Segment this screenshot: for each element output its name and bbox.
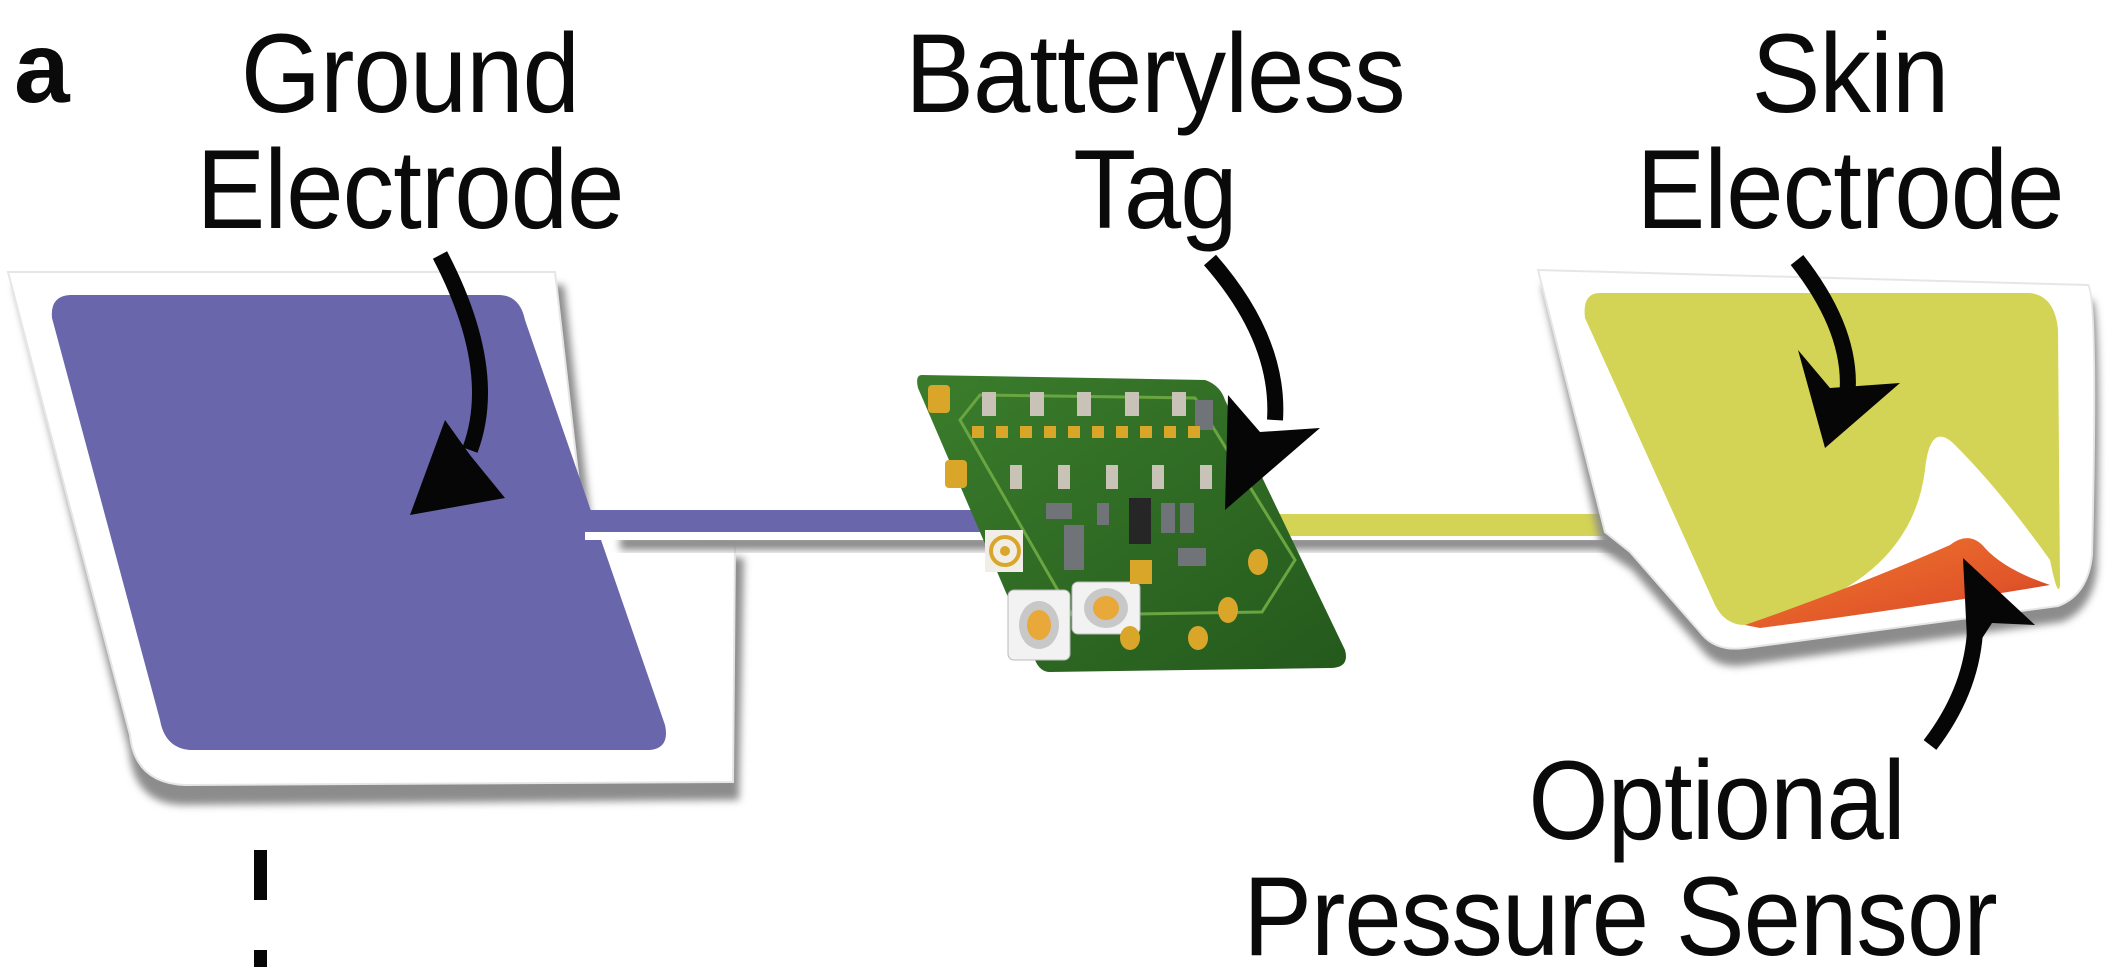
ground-electrode-pad bbox=[51, 295, 667, 750]
pcb-connector bbox=[985, 530, 1023, 572]
skin-electrode-label: Skin Electrode bbox=[1602, 18, 2099, 246]
ground-electrode-label: Ground Electrode bbox=[171, 18, 649, 246]
pcb-outline-trace bbox=[958, 393, 1297, 617]
ground-electrode bbox=[6, 271, 744, 805]
ground-dashed-line bbox=[254, 850, 267, 967]
skin-electrode-label-line1: Skin bbox=[1751, 11, 1950, 136]
batteryless-tag-label: Batteryless Tag bbox=[865, 18, 1445, 246]
batteryless-tag-label-line2: Tag bbox=[1073, 127, 1237, 252]
pcb-buttons bbox=[1007, 581, 1141, 661]
tag-arrowhead bbox=[1225, 395, 1320, 510]
pressure-sensor-label: Optional Pressure Sensor bbox=[1160, 745, 2080, 973]
skin-electrode-pad bbox=[1584, 293, 2060, 625]
pcb-diode-row bbox=[972, 426, 1200, 438]
pressure-sensor-label-line2: Pressure Sensor bbox=[1243, 854, 1998, 979]
ground-electrode-arrow bbox=[432, 251, 488, 453]
ground-dash bbox=[254, 950, 267, 967]
ground-trace bbox=[560, 510, 980, 532]
pcb-ics bbox=[1046, 498, 1206, 570]
pressure-sensor bbox=[1745, 538, 2050, 628]
panel-letter: a bbox=[14, 12, 70, 124]
skin-trace bbox=[1260, 514, 1660, 536]
skin-electrode-label-line2: Electrode bbox=[1636, 127, 2064, 252]
batteryless-tag-label-line1: Batteryless bbox=[905, 11, 1405, 136]
ground-electrode-label-line2: Electrode bbox=[196, 127, 624, 252]
ground-dash bbox=[254, 850, 267, 900]
pcb-top-caps bbox=[982, 392, 1213, 430]
skin-electrode bbox=[1536, 268, 2099, 666]
ground-electrode-arrowhead bbox=[410, 420, 505, 515]
pressure-sensor-label-line1: Optional bbox=[1528, 738, 1905, 863]
pressure-sensor-arrowhead bbox=[1963, 558, 2035, 660]
pcb-mid-caps bbox=[1010, 465, 1212, 489]
ground-electrode-label-line1: Ground bbox=[240, 11, 580, 136]
tag-arrow bbox=[1203, 254, 1284, 421]
arrows bbox=[410, 251, 2035, 750]
skin-electrode-arrowhead bbox=[1798, 350, 1900, 448]
pcb-pads bbox=[928, 385, 1268, 650]
